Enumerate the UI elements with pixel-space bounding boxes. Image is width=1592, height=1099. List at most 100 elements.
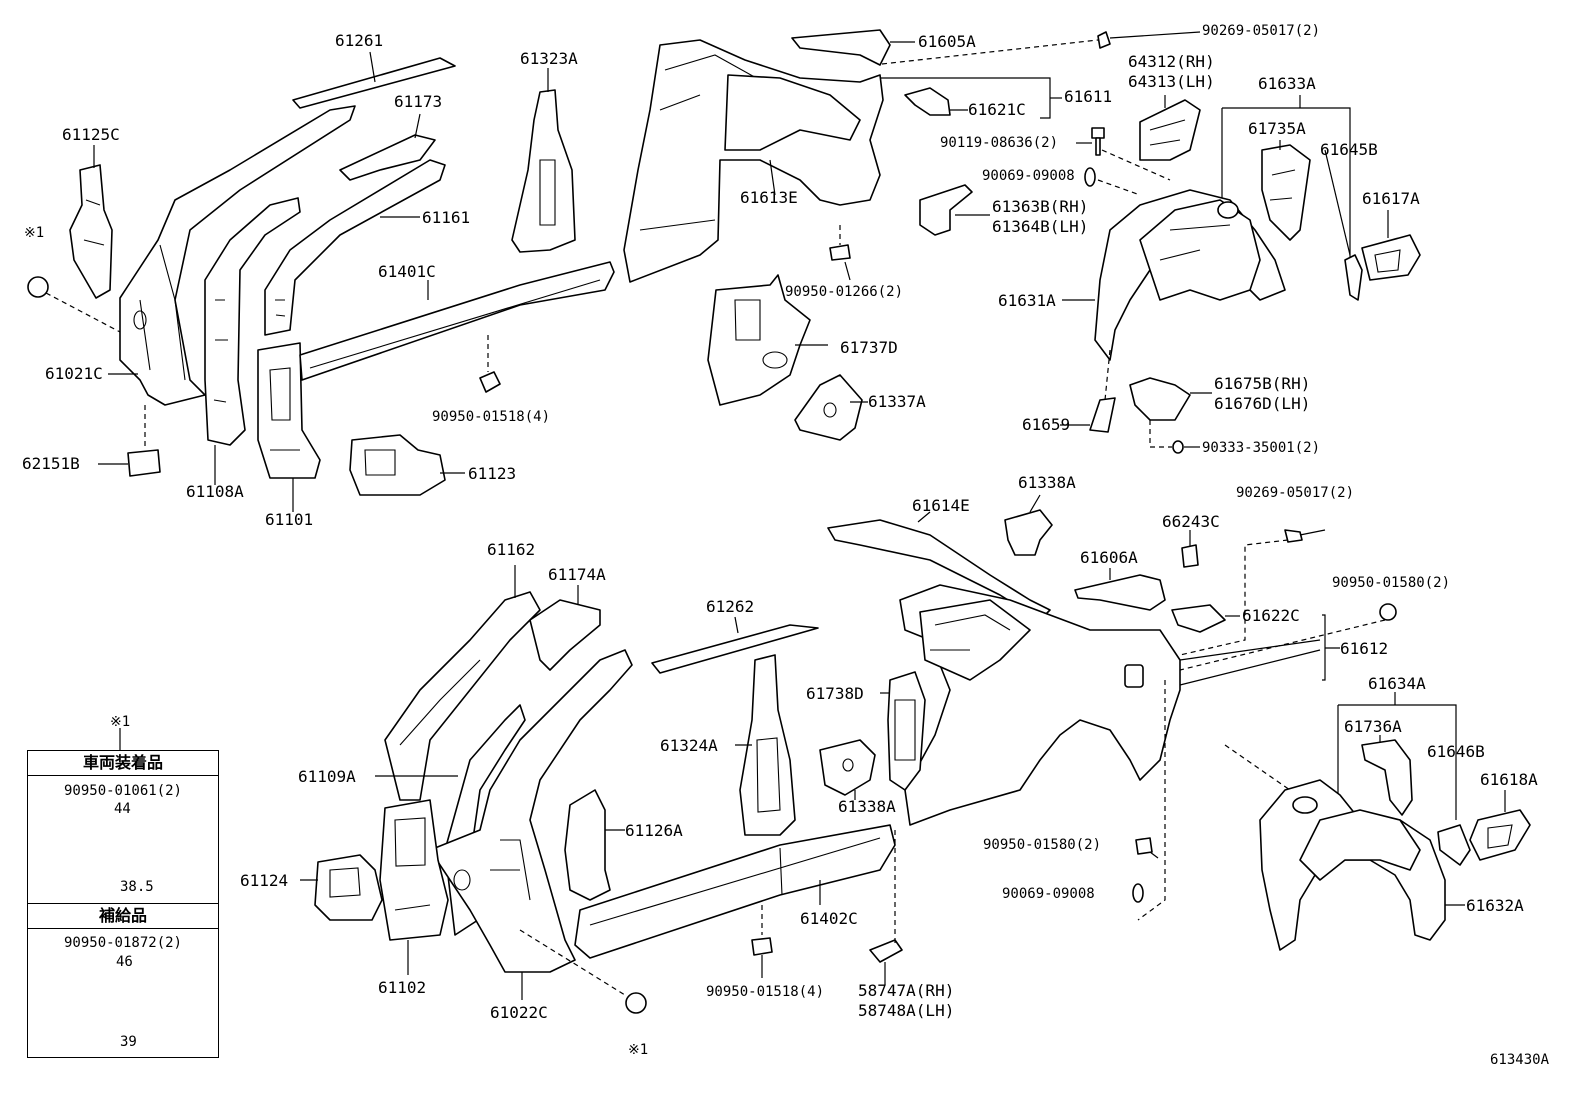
- label-61364B: 61364B(LH): [992, 217, 1089, 236]
- grommet-note-box: 車両装着品 90950-01061(2) 44 38.5 補給品 90950-0…: [27, 750, 219, 1058]
- label-64312: 64312(RH): [1128, 52, 1215, 71]
- label-61675B: 61675B(RH): [1214, 374, 1311, 393]
- label-90269-05017-top: 90269-05017(2): [1202, 23, 1321, 39]
- part-61621C-drawing: [904, 87, 968, 116]
- part-61645B-drawing: [1344, 254, 1363, 301]
- screw-icon: [1097, 31, 1111, 49]
- label-61736A: 61736A: [1344, 717, 1402, 736]
- grommet-icon: [27, 276, 49, 298]
- label-61108A: 61108A: [186, 482, 244, 501]
- label-61162: 61162: [487, 540, 536, 559]
- part-61632A-drawing: [1224, 744, 1465, 951]
- part-61605A-drawing: [791, 29, 915, 66]
- part-61402C-drawing: [574, 824, 896, 959]
- part-61338A-bot-drawing: [819, 739, 876, 800]
- part-61675B-drawing: [1129, 377, 1212, 421]
- label-61632A: 61632A: [1466, 896, 1524, 915]
- part-61126A-drawing: [564, 789, 625, 901]
- note-mark-top: ※1: [110, 714, 131, 730]
- label-61645B: 61645B: [1320, 140, 1378, 159]
- label-61621C: 61621C: [968, 100, 1026, 119]
- part-61022C-drawing: [429, 649, 633, 1000]
- label-61021C: 61021C: [45, 364, 103, 383]
- label-61737D: 61737D: [840, 338, 898, 357]
- part-61617A-drawing: [1361, 210, 1421, 281]
- part-61108A-drawing: [204, 197, 301, 485]
- part-61123-drawing: [349, 434, 465, 496]
- part-64312-drawing: [1139, 95, 1201, 161]
- part-66243C-drawing: [1181, 544, 1199, 568]
- label-90269-05017-mid: 90269-05017(2): [1236, 485, 1355, 501]
- note-section-1-title: 車両装着品: [28, 751, 218, 776]
- label-61338A-bottom: 61338A: [838, 797, 896, 816]
- label-61022C: 61022C: [490, 1003, 548, 1022]
- label-61612: 61612: [1340, 639, 1389, 658]
- part-61363B-drawing: [919, 184, 990, 236]
- label-61125C: 61125C: [62, 125, 120, 144]
- label-61126A: 61126A: [625, 821, 683, 840]
- part-61125C-drawing: [69, 145, 113, 299]
- part-61124-drawing: [300, 854, 383, 921]
- part-61401C-drawing: [299, 261, 615, 381]
- plug-icon: [1084, 167, 1096, 187]
- label-90950-01266: 90950-01266(2): [785, 284, 904, 300]
- part-61631A-drawing: [1062, 189, 1286, 361]
- label-64313: 64313(LH): [1128, 72, 1215, 91]
- label-61101: 61101: [265, 510, 314, 529]
- note-section-2-part: 90950-01872(2): [63, 935, 182, 951]
- label-61676D: 61676D(LH): [1214, 394, 1311, 413]
- label-61124: 61124: [240, 871, 289, 890]
- part-61659-drawing: [1089, 397, 1116, 433]
- label-61631A: 61631A: [998, 291, 1056, 310]
- part-61613E-drawing: [623, 39, 884, 283]
- part-61161-drawing: [264, 159, 446, 336]
- part-61173-drawing: [339, 113, 436, 181]
- label-61161: 61161: [422, 208, 471, 227]
- part-61262-drawing: [651, 616, 819, 674]
- label-61633A: 61633A: [1258, 74, 1316, 93]
- label-61123: 61123: [468, 464, 517, 483]
- label-61173: 61173: [394, 92, 443, 111]
- grommet-icon: [625, 992, 647, 1014]
- part-61618A-drawing: [1469, 790, 1531, 861]
- label-61338A-top: 61338A: [1018, 473, 1076, 492]
- part-61736A-drawing: [1361, 735, 1413, 816]
- label-61614E: 61614E: [912, 496, 970, 515]
- part-61323A-drawing: [511, 68, 576, 253]
- label-61735A: 61735A: [1248, 119, 1306, 138]
- label-61402C: 61402C: [800, 909, 858, 928]
- part-61261-drawing: [292, 51, 456, 109]
- label-90069-09008-bottom: 90069-09008: [1002, 886, 1095, 902]
- label-61659: 61659: [1022, 415, 1071, 434]
- figure-id: 613430A: [1490, 1052, 1550, 1068]
- label-61174A: 61174A: [548, 565, 606, 584]
- note-section-2-bottom-dim: 39: [120, 1034, 137, 1050]
- clip-icon: [479, 371, 501, 393]
- part-61606A-drawing: [1074, 568, 1166, 611]
- part-61622C-drawing: [1171, 604, 1240, 633]
- clip-icon: [751, 937, 773, 956]
- bolt-icon: [1091, 127, 1105, 156]
- label-61613E: 61613E: [740, 188, 798, 207]
- plug-icon: [1132, 883, 1144, 903]
- label-90950-01518-top: 90950-01518(4): [432, 409, 551, 425]
- label-61606A: 61606A: [1080, 548, 1138, 567]
- part-61324A-drawing: [735, 654, 796, 836]
- label-90069-09008-top: 90069-09008: [982, 168, 1075, 184]
- note-section-1-bottom-dim: 38.5: [120, 879, 154, 895]
- note-section-1-top-dim: 44: [114, 801, 131, 817]
- part-61101-drawing: [257, 342, 321, 512]
- label-90950-01580-mid: 90950-01580(2): [983, 837, 1102, 853]
- part-61021C-drawing: [108, 105, 356, 448]
- label-61634A: 61634A: [1368, 674, 1426, 693]
- label-58747A: 58747A(RH): [858, 981, 955, 1000]
- label-90119-08636: 90119-08636(2): [940, 135, 1059, 151]
- label-61646B: 61646B: [1427, 742, 1485, 761]
- label-61261: 61261: [335, 31, 384, 50]
- part-61737D-drawing: [707, 274, 828, 406]
- part-61162-drawing: [384, 565, 541, 801]
- label-61262: 61262: [706, 597, 755, 616]
- label-61337A: 61337A: [868, 392, 926, 411]
- part-58747A-drawing: [869, 939, 903, 963]
- label-61401C: 61401C: [378, 262, 436, 281]
